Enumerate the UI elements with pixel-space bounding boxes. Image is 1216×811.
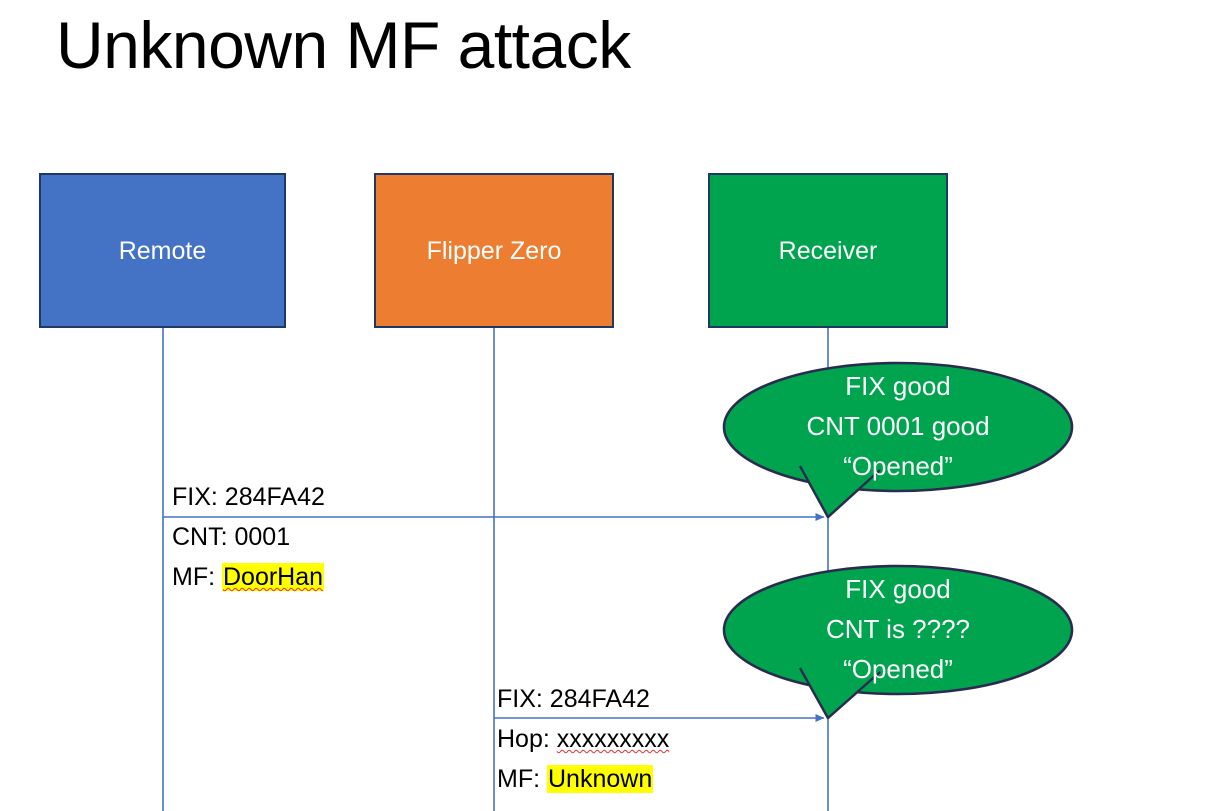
message-line-value: 284FA42	[549, 685, 650, 713]
actor-label-remote: Remote	[118, 236, 207, 265]
message-line-value-highlighted: Unknown	[547, 765, 654, 793]
message-line: CNT: 0001	[172, 517, 325, 557]
message-line-value-highlighted: DoorHan	[222, 563, 325, 591]
actor-box-flipper-zero[interactable]: Flipper Zero	[374, 173, 614, 328]
message-line-label: FIX:	[172, 483, 225, 511]
message-line-label: MF:	[497, 765, 547, 793]
message-line-value-spellchecked: xxxxxxxxx	[556, 725, 670, 753]
message-label-2: FIX: 284FA42 Hop: xxxxxxxxx MF: Unknown	[497, 679, 669, 799]
message-line-label: CNT:	[172, 523, 235, 551]
callout-bubble-2	[722, 564, 1074, 720]
message-line-label: Hop:	[497, 725, 557, 753]
message-line: FIX: 284FA42	[172, 477, 325, 517]
actor-box-receiver[interactable]: Receiver	[708, 173, 948, 328]
message-label-1: FIX: 284FA42 CNT: 0001 MF: DoorHan	[172, 477, 325, 597]
actor-box-remote[interactable]: Remote	[39, 173, 286, 328]
message-line-value: 284FA42	[224, 483, 325, 511]
callout-bubble-1	[722, 361, 1074, 519]
message-line: MF: DoorHan	[172, 557, 325, 597]
message-line: MF: Unknown	[497, 759, 669, 799]
message-line: Hop: xxxxxxxxx	[497, 719, 669, 759]
message-line: FIX: 284FA42	[497, 679, 669, 719]
message-line-label: FIX:	[497, 685, 550, 713]
message-line-label: MF:	[172, 563, 222, 591]
slide-title: Unknown MF attack	[56, 8, 631, 82]
message-line-value: 0001	[234, 523, 291, 551]
actor-label-receiver: Receiver	[778, 236, 878, 265]
actor-label-flipper-zero: Flipper Zero	[426, 236, 562, 265]
